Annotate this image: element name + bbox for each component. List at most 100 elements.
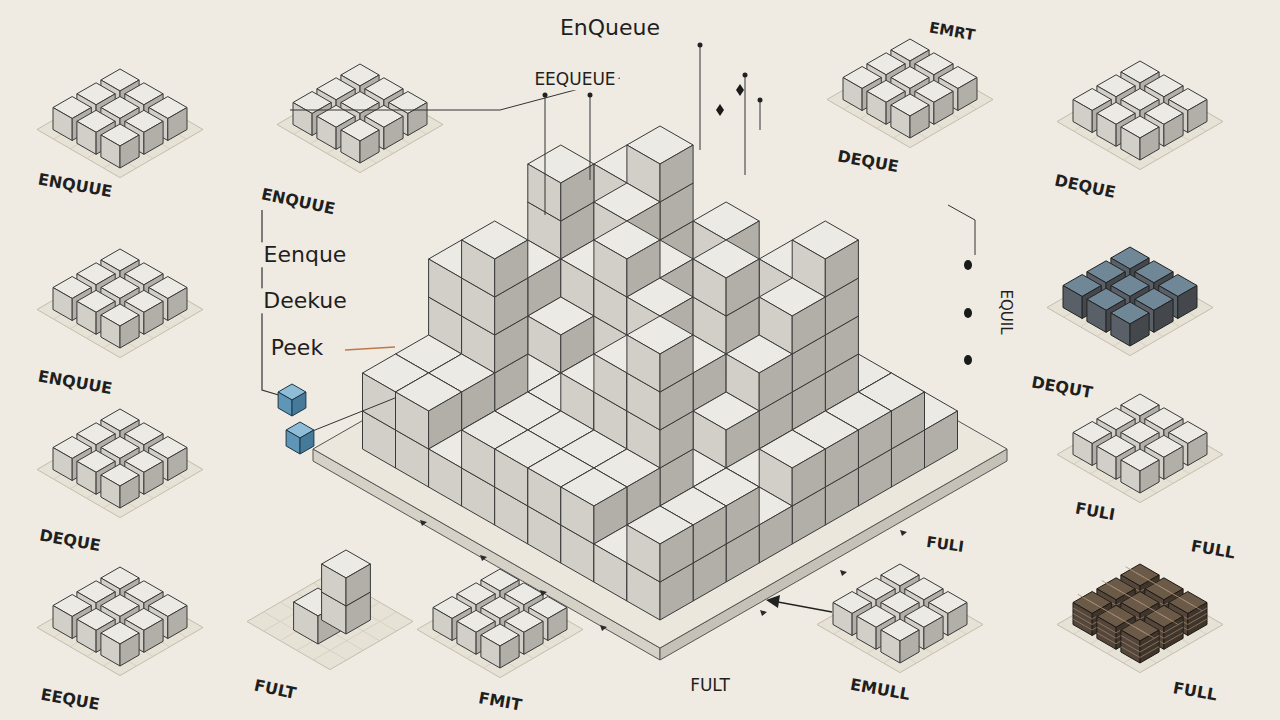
floor-mark bbox=[540, 590, 547, 596]
cube-right bbox=[1140, 127, 1159, 160]
cube-cluster bbox=[37, 249, 203, 358]
cube-left bbox=[1087, 299, 1106, 332]
cube-left bbox=[77, 461, 96, 494]
floor-mark bbox=[420, 520, 427, 526]
cube-right bbox=[144, 461, 163, 494]
marker-dot bbox=[964, 355, 972, 365]
texture-line bbox=[1135, 627, 1154, 638]
cube-right bbox=[948, 603, 967, 636]
leader-line bbox=[590, 95, 591, 180]
floor-mark bbox=[600, 625, 607, 631]
cube-cluster bbox=[827, 39, 993, 148]
cube-left bbox=[317, 116, 336, 149]
cube-right bbox=[660, 145, 693, 202]
cube-right bbox=[120, 475, 139, 508]
cube-left bbox=[495, 449, 528, 506]
cube-left bbox=[77, 619, 96, 652]
cube-right bbox=[1188, 603, 1207, 636]
part-label: Peek bbox=[268, 335, 326, 360]
part-label: FULT bbox=[249, 676, 300, 704]
cube-left bbox=[594, 544, 627, 601]
part-label: FULL bbox=[1169, 679, 1222, 706]
cube-cluster bbox=[1057, 564, 1223, 673]
cube-right bbox=[693, 506, 726, 563]
cube-left bbox=[1121, 630, 1140, 663]
cube bbox=[881, 619, 919, 663]
cube bbox=[341, 119, 379, 163]
queue-structure bbox=[313, 126, 1007, 660]
part-label: EMULL bbox=[846, 675, 914, 705]
floor-mark bbox=[760, 610, 767, 616]
leader-line bbox=[310, 398, 395, 432]
cube-left bbox=[77, 121, 96, 154]
cube-cluster bbox=[1057, 61, 1223, 170]
cube-left bbox=[561, 487, 594, 544]
cube-left bbox=[881, 630, 900, 663]
cube-right bbox=[1140, 630, 1159, 663]
texture-line bbox=[1164, 627, 1183, 638]
cube-left bbox=[528, 468, 561, 525]
cube-right bbox=[360, 130, 379, 163]
part-label: EMRT bbox=[925, 19, 979, 45]
part-label: ENQUUE bbox=[34, 367, 117, 399]
cube-right bbox=[900, 630, 919, 663]
part-label: DEQUT bbox=[1027, 373, 1097, 403]
cube-right bbox=[910, 105, 929, 138]
cube bbox=[101, 464, 139, 508]
marker-diamond bbox=[736, 84, 744, 96]
cube-left bbox=[1121, 127, 1140, 160]
blue-block bbox=[278, 384, 306, 416]
cube-left bbox=[77, 301, 96, 334]
cube-right bbox=[1140, 460, 1159, 493]
cube-cluster bbox=[1047, 247, 1213, 356]
cube-right bbox=[825, 430, 858, 487]
cube-right bbox=[1130, 313, 1149, 346]
cube bbox=[101, 304, 139, 348]
texture-line bbox=[1188, 619, 1207, 630]
cube-left bbox=[627, 335, 660, 392]
cube bbox=[322, 550, 371, 606]
cube-left bbox=[843, 78, 862, 111]
part-label: FULI bbox=[922, 533, 968, 556]
part-label: ENQUUE bbox=[34, 170, 117, 202]
texture-line bbox=[1121, 636, 1140, 647]
title: EnQueue bbox=[557, 15, 663, 40]
cube-right bbox=[144, 301, 163, 334]
cube bbox=[462, 221, 528, 297]
cube-left bbox=[481, 635, 500, 668]
cube-left bbox=[457, 621, 476, 654]
cube-cluster bbox=[37, 567, 203, 676]
cube-right bbox=[144, 619, 163, 652]
leader-dot bbox=[588, 93, 593, 98]
cube-right bbox=[120, 315, 139, 348]
cube-right bbox=[500, 635, 519, 668]
texture-line bbox=[1073, 614, 1092, 625]
cube-left bbox=[1097, 113, 1116, 146]
leader-line bbox=[345, 347, 395, 350]
part-label: DEQUE bbox=[833, 147, 903, 177]
leader-line bbox=[545, 95, 546, 215]
cube bbox=[101, 622, 139, 666]
cube-right bbox=[759, 354, 792, 411]
texture-line bbox=[1188, 614, 1207, 625]
texture-line bbox=[1097, 622, 1116, 633]
texture-line bbox=[1159, 614, 1178, 625]
cube-left bbox=[1121, 460, 1140, 493]
cube-left bbox=[53, 108, 72, 141]
pointer-arrow-head bbox=[766, 595, 780, 608]
cube-left bbox=[101, 475, 120, 508]
cube bbox=[481, 624, 519, 668]
marker-dot bbox=[964, 308, 972, 318]
cube bbox=[528, 145, 594, 221]
texture-line bbox=[1188, 608, 1207, 619]
cube-left bbox=[396, 392, 429, 449]
cube-left bbox=[294, 602, 318, 644]
part-label: FMIT bbox=[474, 689, 526, 716]
cube-left bbox=[1073, 433, 1092, 466]
cube bbox=[693, 240, 759, 316]
cube-left bbox=[627, 525, 660, 582]
cube-right bbox=[1178, 286, 1197, 319]
texture-line bbox=[1140, 647, 1159, 658]
cube-right bbox=[561, 164, 594, 221]
leader-dot bbox=[698, 43, 703, 48]
